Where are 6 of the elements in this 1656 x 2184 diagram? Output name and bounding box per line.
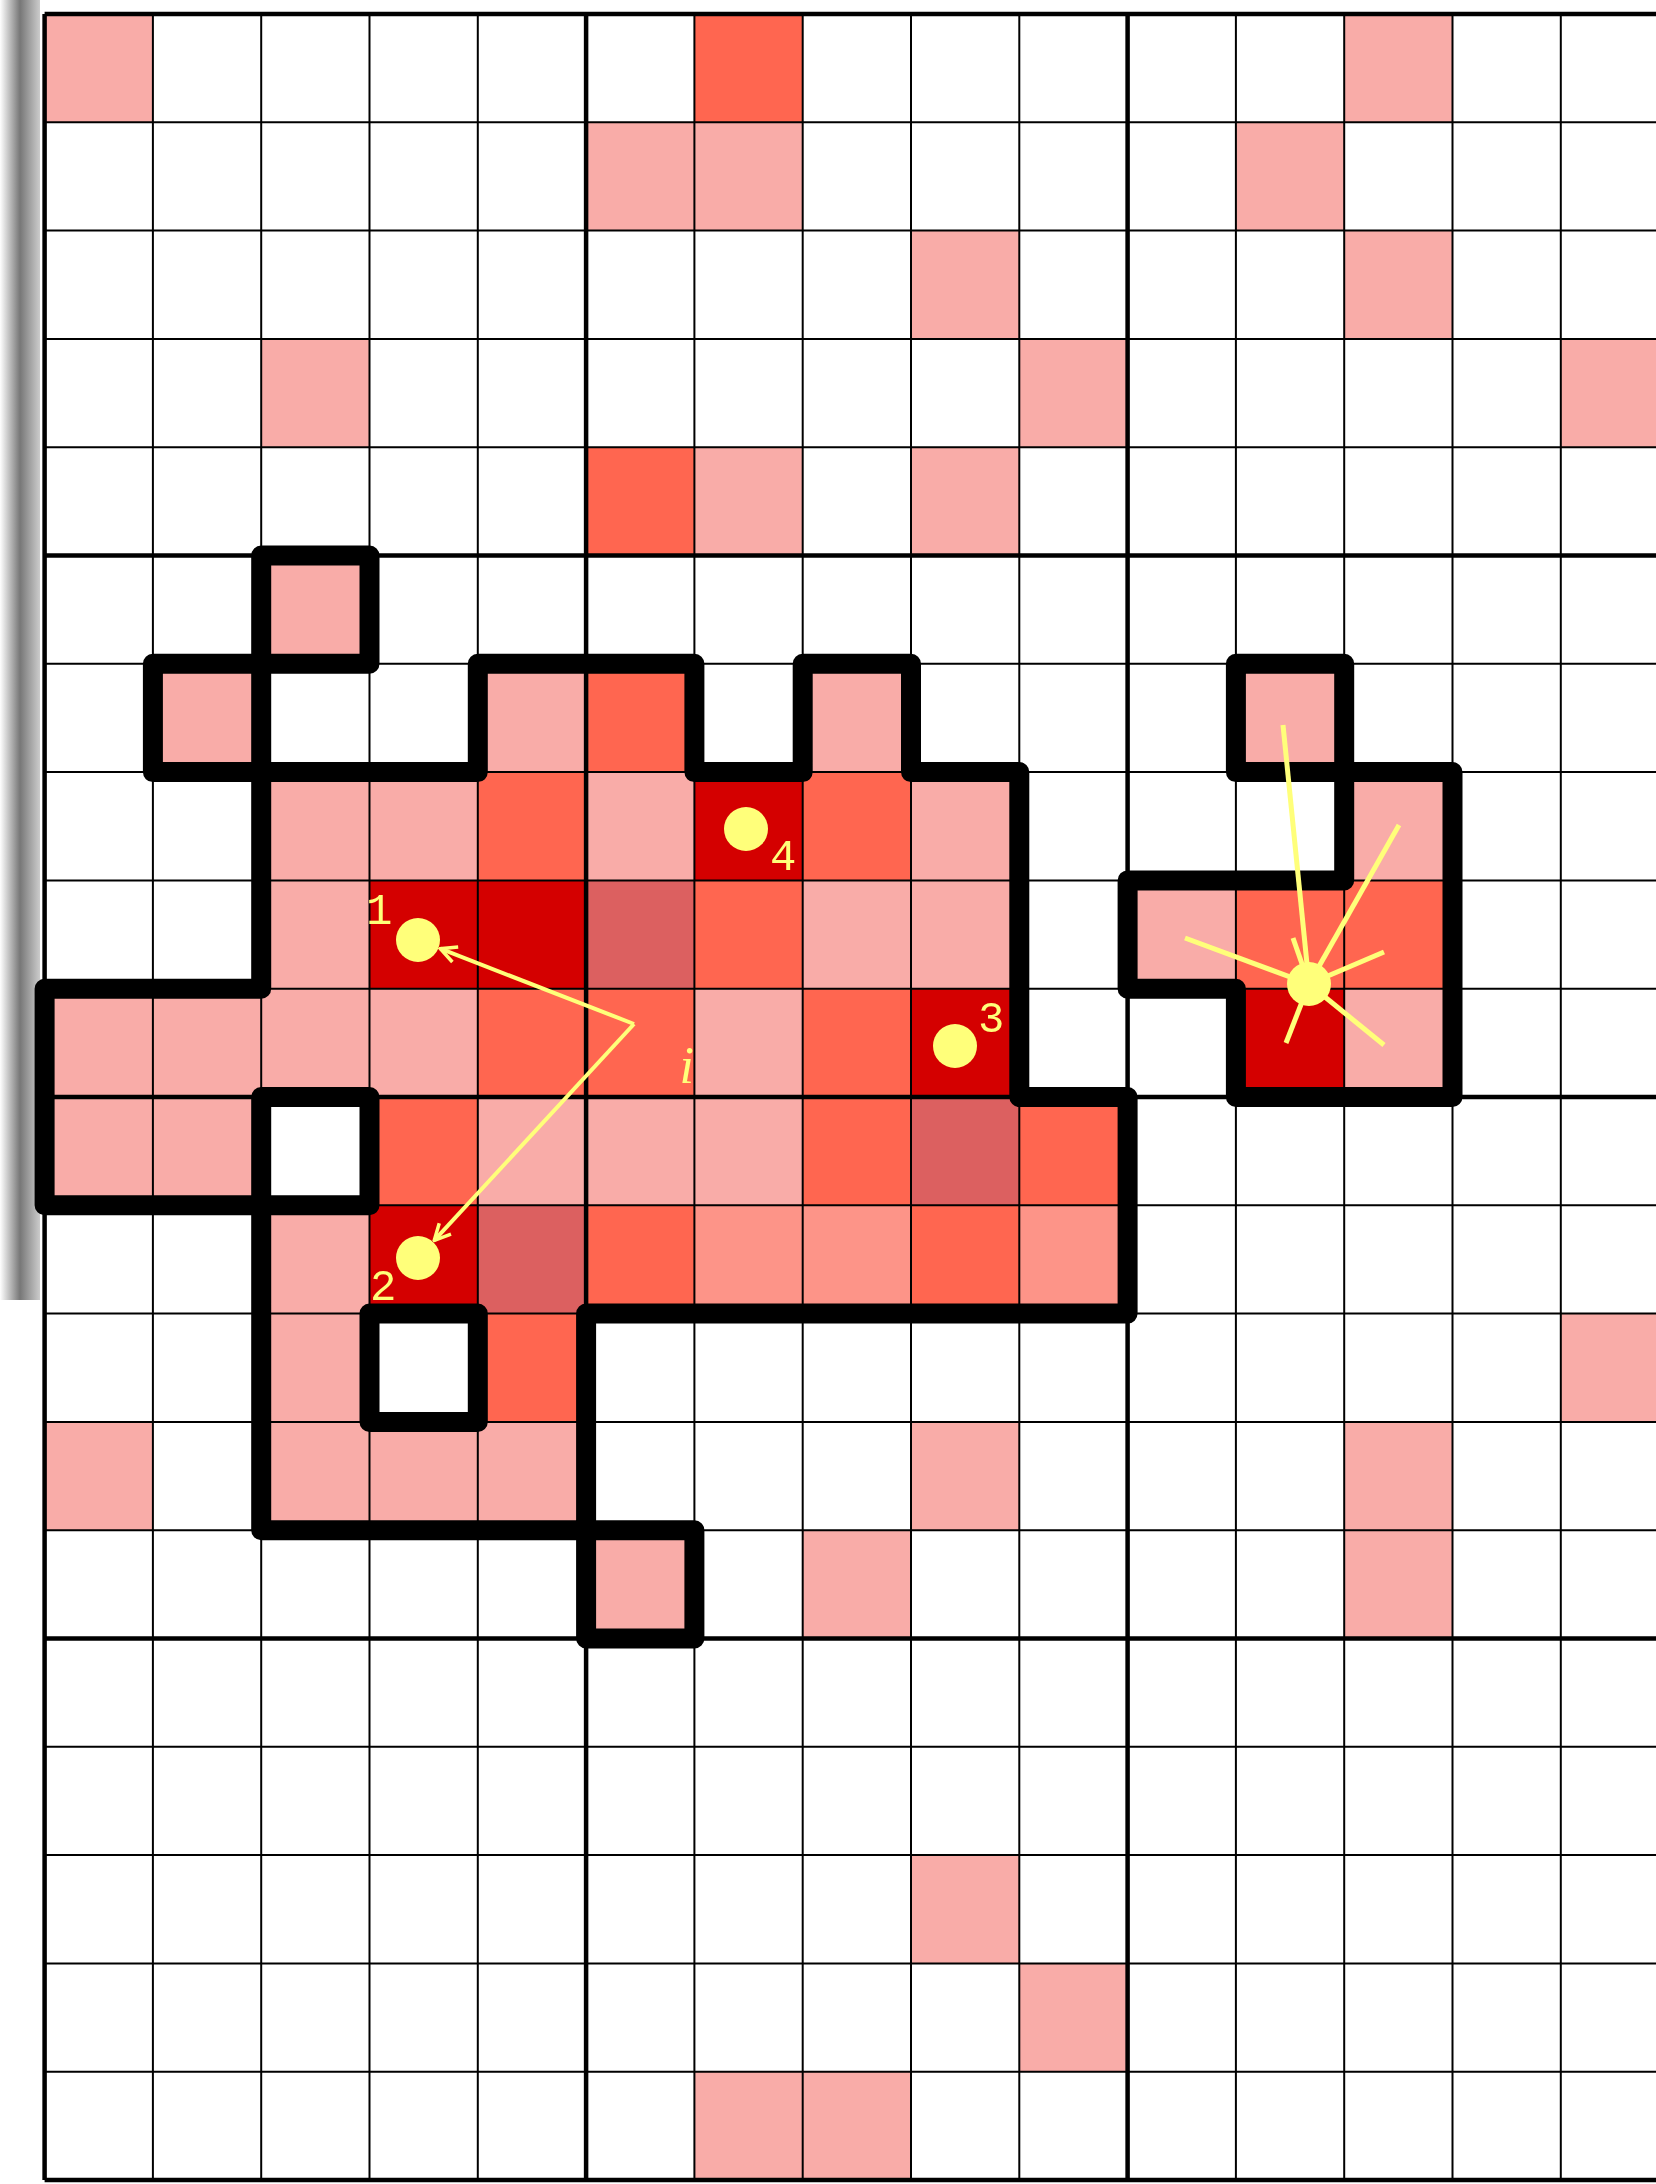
variable-label: i xyxy=(679,1040,694,1092)
arrow xyxy=(438,945,635,1026)
arrow xyxy=(432,1022,636,1243)
point-number: 4 xyxy=(770,836,797,880)
point-number: 2 xyxy=(370,1266,397,1310)
point-number: 3 xyxy=(978,998,1005,1042)
